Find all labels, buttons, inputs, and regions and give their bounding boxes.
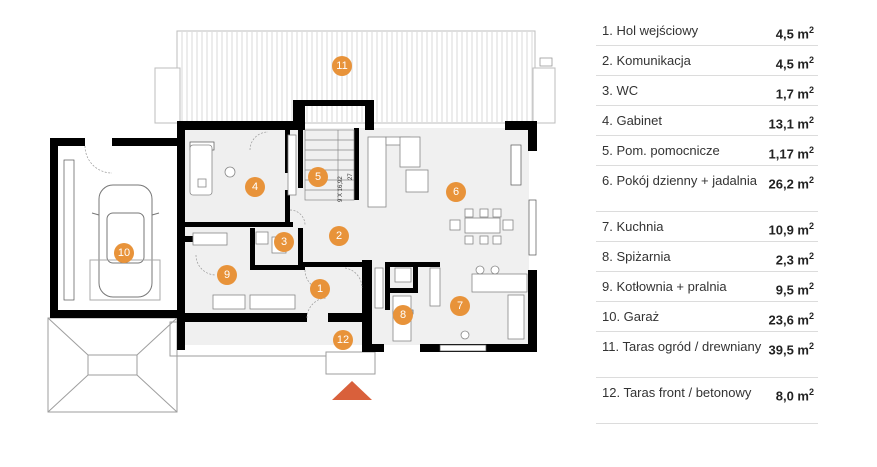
legend-row-3: 3. WC 1,7 m2 [596,76,818,106]
room-marker-3: 3 [274,232,294,252]
room-area: 2,3 m2 [775,251,814,268]
room-area: 13,1 m2 [768,115,815,132]
room-area: 4,5 m2 [775,25,814,42]
legend-row-10: 10. Garaż 23,6 m2 [596,302,818,332]
legend-row-1: 1. Hol wejściowy 4,5 m2 [596,16,818,46]
room-marker-5: 5 [308,167,328,187]
furniture [189,134,528,342]
room-name: 11. Taras ogród / drewniany [602,339,762,354]
svg-text:12: 12 [337,334,349,346]
legend-row-6: 6. Pokój dzienny + jadalnia 26,2 m2 [596,166,818,212]
room-name: 6. Pokój dzienny + jadalnia [602,173,758,188]
svg-text:7: 7 [457,300,463,312]
room-markers: 11 4 5 6 10 2 3 9 1 7 8 12 [114,56,470,350]
room-name: 3. WC [602,83,639,98]
legend-row-5: 5. Pom. pomocnicze 1,17 m2 [596,136,818,166]
svg-text:5: 5 [315,171,321,183]
legend-row-9: 9. Kotłownia + pralnia 9,5 m2 [596,272,818,302]
floor-plan: 9 X 16,92 27 11 4 5 6 10 2 3 9 1 7 8 12 [47,30,556,413]
room-area-legend: 1. Hol wejściowy 4,5 m2 2. Komunikacja 4,5… [596,16,818,424]
room-name: 8. Spiżarnia [602,249,671,264]
room-marker-9: 9 [217,265,237,285]
entrance-arrow-icon [332,381,372,400]
svg-text:2: 2 [336,230,342,242]
legend-row-12: 12. Taras front / betonowy 8,0 m2 [596,378,818,424]
room-marker-6: 6 [446,182,466,202]
svg-text:8: 8 [400,309,406,321]
stairs-dimension-label: 9 X 16,92 [338,176,344,202]
svg-text:10: 10 [118,247,130,259]
room-marker-8: 8 [393,305,413,325]
svg-text:9: 9 [224,269,230,281]
room-area: 4,5 m2 [775,55,814,72]
stairs-steps-label: 27 [348,173,354,180]
room-marker-11: 11 [332,56,352,76]
room-marker-12: 12 [333,330,353,350]
room-name: 10. Garaż [602,309,660,324]
legend-row-8: 8. Spiżarnia 2,3 m2 [596,242,818,272]
room-marker-2: 2 [329,226,349,246]
legend-row-11: 11. Taras ogród / drewniany 39,5 m2 [596,332,818,378]
svg-text:1: 1 [317,283,323,295]
room-marker-7: 7 [450,296,470,316]
svg-text:4: 4 [252,181,258,193]
legend-row-4: 4. Gabinet 13,1 m2 [596,106,818,136]
svg-text:6: 6 [453,186,459,198]
car-icon [89,184,161,301]
front-steps [325,351,376,375]
svg-text:11: 11 [336,60,347,72]
carport-roof [47,317,178,413]
room-marker-4: 4 [245,177,265,197]
legend-row-2: 2. Komunikacja 4,5 m2 [596,46,818,76]
room-name: 7. Kuchnia [602,219,664,234]
legend-row-7: 7. Kuchnia 10,9 m2 [596,212,818,242]
room-name: 5. Pom. pomocnicze [602,143,720,158]
room-area: 1,17 m2 [768,145,815,162]
svg-text:3: 3 [281,236,287,248]
room-area: 26,2 m2 [768,175,815,192]
room-name: 2. Komunikacja [602,53,691,68]
room-name: 1. Hol wejściowy [602,23,699,38]
room-marker-1: 1 [310,279,330,299]
room-area: 1,7 m2 [775,85,814,102]
room-name: 12. Taras front / betonowy [602,385,752,400]
room-area: 39,5 m2 [768,341,815,358]
wooden-terrace [154,30,556,124]
room-area: 23,6 m2 [768,311,815,328]
room-name: 9. Kotłownia + pralnia [602,279,727,294]
room-name: 4. Gabinet [602,113,662,128]
room-marker-10: 10 [114,243,134,263]
room-area: 8,0 m2 [775,387,814,404]
room-area: 10,9 m2 [768,221,815,238]
room-area: 9,5 m2 [775,281,814,298]
